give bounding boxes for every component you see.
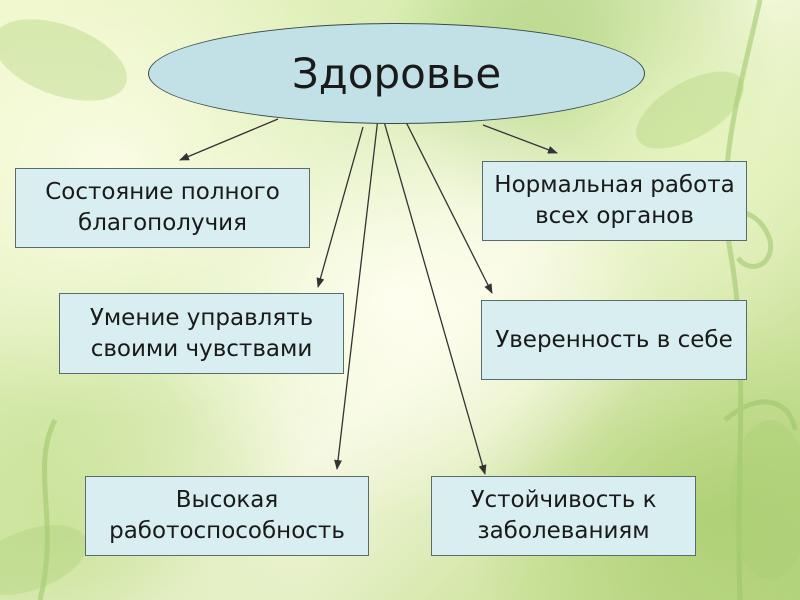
leaf-decoration [0, 19, 800, 595]
node-normal-organ-function: Нормальная работа всех органов [482, 161, 747, 241]
arrow-to-disease-resistance [382, 117, 487, 475]
node-high-work-capacity: Высокая работоспособность [85, 476, 369, 556]
node-normal-organ-function-label: Нормальная работа всех органов [494, 172, 735, 229]
arrow-to-high-work-capacity [334, 117, 379, 470]
node-emotion-control-label: Умение управлять своими чувствами [89, 304, 314, 362]
arrow-to-self-confidence [405, 121, 493, 294]
node-self-confidence: Уверенность в себе [481, 300, 747, 380]
node-full-wellbeing-label: Состояние полного благополучия [45, 179, 280, 236]
node-emotion-control: Умение управлять своими чувствами [59, 293, 344, 374]
node-high-work-capacity-label: Высокая работоспособность [109, 487, 345, 544]
arrow-to-normal-organ-function [482, 124, 558, 154]
center-node-label: Здоровье [291, 49, 502, 98]
node-self-confidence-label: Уверенность в себе [495, 326, 733, 353]
center-node: Здоровье [148, 23, 645, 124]
node-full-wellbeing: Состояние полного благополучия [15, 168, 310, 248]
arrow-to-emotion-control [316, 126, 364, 288]
arrow-to-full-wellbeing [179, 118, 279, 161]
node-disease-resistance: Устойчивость к заболеваниям [431, 476, 696, 556]
node-disease-resistance-label: Устойчивость к заболеваниям [470, 487, 657, 544]
